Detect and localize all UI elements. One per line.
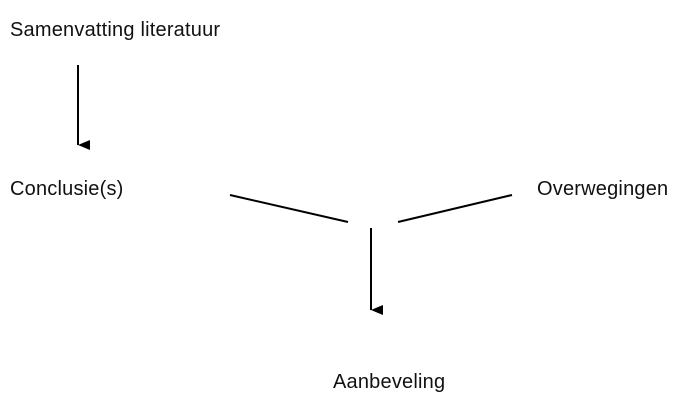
connector-conclusions bbox=[229, 194, 349, 223]
connector-considerations bbox=[397, 194, 513, 223]
node-conclusions: Conclusie(s) bbox=[10, 178, 124, 200]
node-recommendation: Aanbeveling bbox=[333, 371, 446, 393]
node-considerations: Overwegingen bbox=[537, 178, 669, 200]
node-summary-literature: Samenvatting literatuur bbox=[10, 19, 221, 41]
